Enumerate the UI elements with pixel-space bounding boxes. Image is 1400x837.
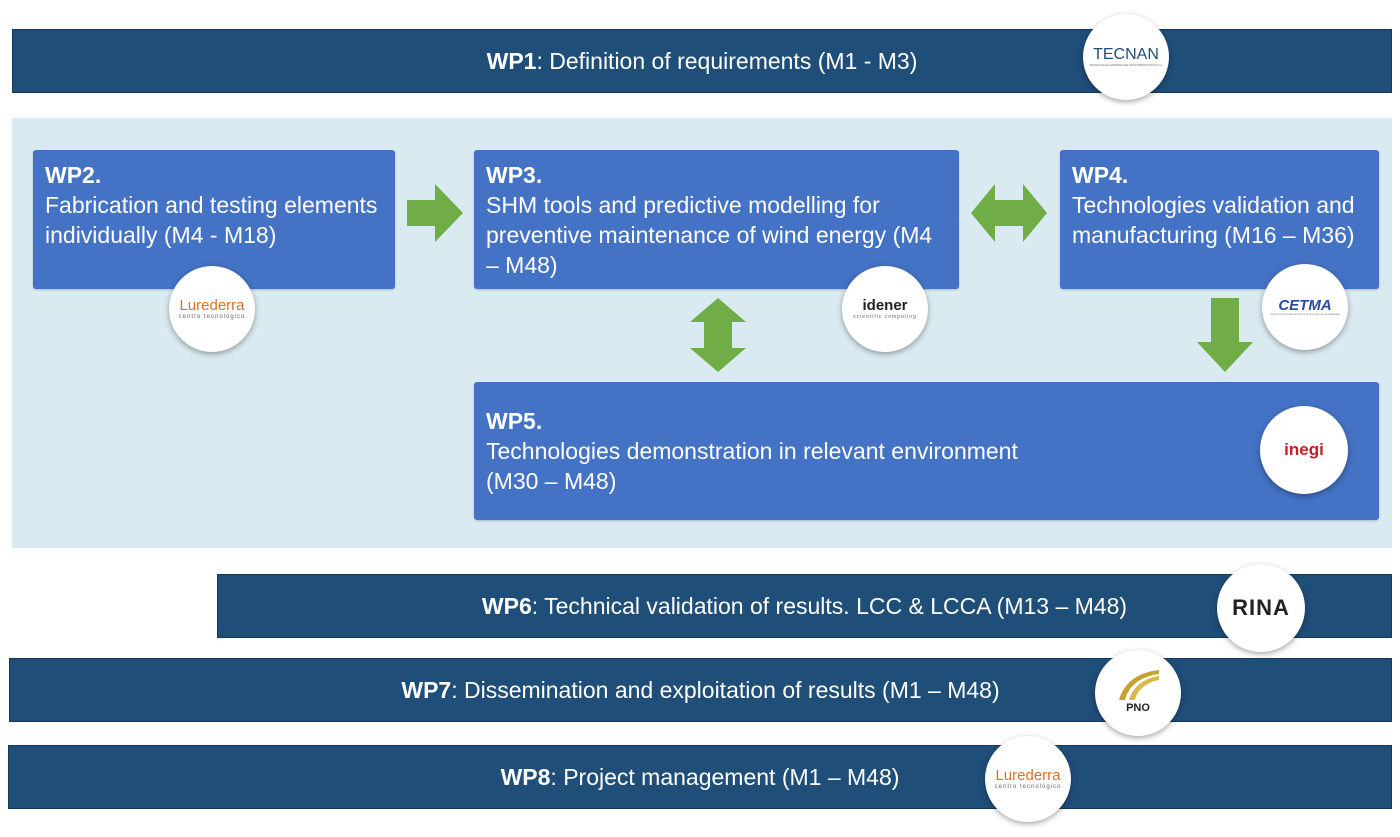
tecnan-logo-sub: TECNOLOGIA NAVARRA DE NANOPRODUCTOS S.L. [1088, 63, 1163, 67]
wp4-text: Technologies validation and manufacturin… [1072, 192, 1355, 248]
wp1-bar: WP1: Definition of requirements (M1 - M3… [12, 29, 1392, 93]
arrow-wp3-wp5-bidirectional [690, 298, 746, 372]
pno-logo: PNO [1095, 650, 1181, 736]
lurederra-logo-name-2: Lurederra [995, 767, 1061, 784]
arrow-wp4-to-wp5 [1197, 298, 1253, 372]
lurederra-logo-wp8: Lurederra centro tecnológico [985, 736, 1071, 822]
lurederra-logo-name: Lurederra [179, 297, 245, 314]
arrow-wp2-to-wp3 [407, 184, 463, 242]
wp4-box: WP4. Technologies validation and manufac… [1060, 150, 1379, 289]
idener-logo-name: idener [862, 297, 908, 314]
wp8-bar: WP8: Project management (M1 – M48) [8, 745, 1392, 809]
wp2-title: WP2. [45, 162, 102, 188]
tecnan-logo-name: TECNAN [1093, 46, 1159, 63]
pno-logo-mark [1119, 670, 1159, 700]
rina-logo-name: RINA [1232, 595, 1290, 620]
cetma-logo-sub: CENTRO DI RICERCHE EUROPEO DI TECNOLOGIE… [1270, 314, 1340, 316]
wp7-text: : Dissemination and exploitation of resu… [451, 676, 1000, 703]
pno-logo-name: PNO [1126, 702, 1150, 714]
lurederra-logo-sub: centro tecnológico [178, 314, 246, 320]
cetma-logo: CETMA CENTRO DI RICERCHE EUROPEO DI TECN… [1262, 264, 1348, 350]
arrow-wp3-wp4-bidirectional [971, 184, 1047, 242]
wp7-bar: WP7: Dissemination and exploitation of r… [9, 658, 1392, 722]
rina-logo: RINA [1217, 564, 1305, 652]
inegi-logo-name: inegi [1284, 440, 1324, 459]
wp2-box: WP2. Fabrication and testing elements in… [33, 150, 395, 289]
wp6-bar: WP6: Technical validation of results. LC… [217, 574, 1392, 638]
wp7-title: WP7 [401, 676, 452, 703]
idener-logo: idener scientific computing [842, 266, 928, 352]
lurederra-logo-sub-2: centro tecnológico [994, 784, 1062, 790]
wp3-title: WP3. [486, 162, 543, 188]
inegi-logo: inegi [1260, 406, 1348, 494]
wp1-text: : Definition of requirements (M1 - M3) [536, 47, 918, 74]
wp4-title: WP4. [1072, 162, 1129, 188]
wp2-text: Fabrication and testing elements individ… [45, 192, 378, 248]
wp6-text: : Technical validation of results. LCC &… [531, 592, 1128, 619]
cetma-logo-name: CETMA [1278, 297, 1332, 314]
wp6-title: WP6 [481, 592, 532, 619]
wp3-text: SHM tools and predictive modelling for p… [486, 192, 933, 278]
wp5-box: WP5. Technologies demonstration in relev… [474, 382, 1379, 520]
wp8-title: WP8 [500, 763, 551, 790]
wp5-title: WP5. [486, 408, 543, 434]
tecnan-logo: TECNAN TECNOLOGIA NAVARRA DE NANOPRODUCT… [1083, 14, 1169, 100]
lurederra-logo-wp2: Lurederra centro tecnológico [169, 266, 255, 352]
wp5-line2: (M30 – M48) [486, 468, 617, 494]
wp1-title: WP1 [486, 47, 537, 74]
wp5-line1: Technologies demonstration in relevant e… [486, 438, 1018, 464]
wp3-box: WP3. SHM tools and predictive modelling … [474, 150, 959, 289]
wp8-text: : Project management (M1 – M48) [550, 763, 900, 790]
idener-logo-sub: scientific computing [853, 314, 917, 320]
